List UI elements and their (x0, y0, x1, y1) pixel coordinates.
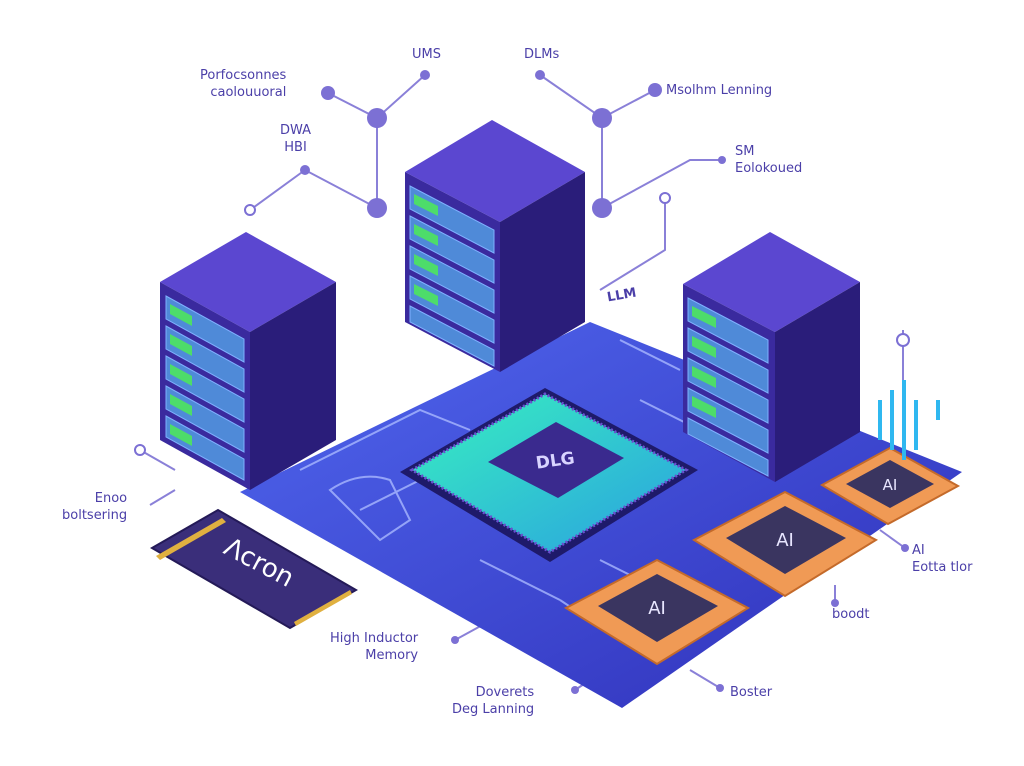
label-line: Eolokoued (735, 161, 803, 176)
label-ai-acceleration: AI Eotta tlor (912, 542, 972, 576)
server-rack-right (683, 232, 860, 482)
label-line: Deg Lanning (452, 702, 535, 717)
label-line: Porfocsonnes (200, 68, 287, 83)
label-data-monitoring: Enoo boltsering (62, 490, 127, 524)
label-line: AI (912, 543, 925, 558)
label-ums: UMS (412, 47, 441, 62)
label-deep-learning: Doverets Deg Lanning (452, 684, 534, 718)
label-boost: boodt (832, 607, 870, 622)
label-line: caolouuoral (210, 85, 287, 100)
signal-bars (878, 380, 940, 460)
label-sm-storage: SM Eolokoued (735, 143, 802, 177)
ai-chip-label: AI (648, 598, 666, 619)
label-line: boltsering (62, 508, 128, 523)
label-boster: Boster (730, 685, 773, 700)
ai-chip-1: AI (819, 446, 961, 526)
ai-chip-3: AI (563, 558, 751, 666)
label-dwa-hbi: DWA HBI (280, 122, 311, 156)
label-line: Memory (365, 648, 419, 663)
ai-chip-2: AI (691, 490, 879, 598)
connector-nodes (134, 70, 910, 694)
ai-chip-label: AI (883, 476, 898, 494)
label-line: DWA (280, 123, 312, 138)
server-rack-left (160, 232, 336, 490)
label-machine-learning: Msolhm Lenning (666, 83, 773, 98)
label-line: High Inductor (330, 631, 419, 646)
ai-chip-label: AI (776, 530, 794, 551)
label-line: SM (735, 144, 755, 159)
label-dlms: DLMs (524, 47, 560, 62)
memory-module: Λcron (150, 508, 358, 630)
label-line: Doverets (475, 685, 535, 700)
center-processor-chip: DLG (400, 388, 698, 562)
server-rack-center (405, 120, 585, 372)
label-line: Eotta tlor (912, 560, 973, 575)
label-high-inductor-memory: High Inductor Memory (330, 630, 418, 664)
label-line: HBI (284, 140, 307, 155)
label-line: Enoo (94, 491, 128, 506)
label-performance-compute: Porfocsonnes caolouuoral (200, 67, 286, 101)
